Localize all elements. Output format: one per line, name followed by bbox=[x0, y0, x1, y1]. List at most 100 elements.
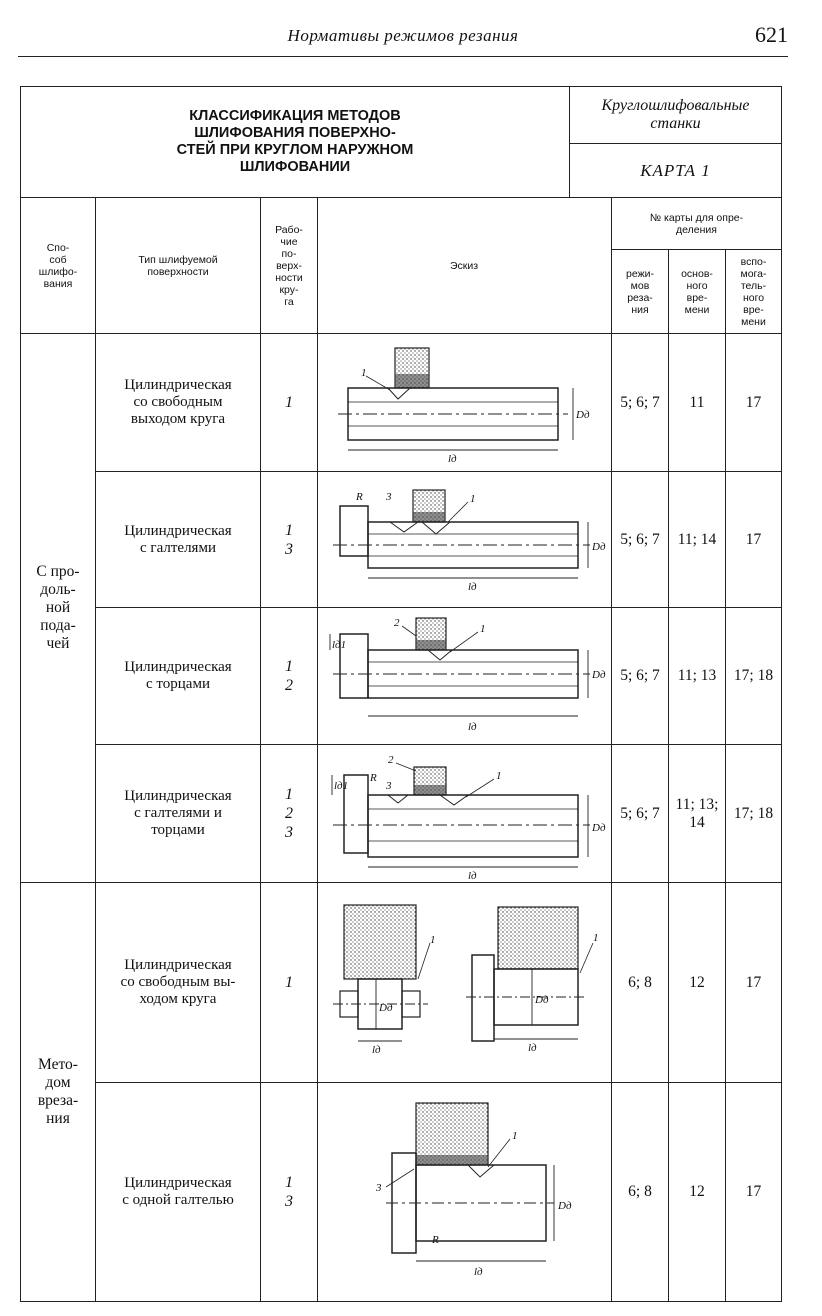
workpiece-icon bbox=[367, 794, 579, 858]
grid-line bbox=[611, 249, 781, 250]
row-5-main: 12 bbox=[689, 973, 705, 991]
row-1-working: 1 bbox=[285, 394, 293, 411]
card-title: КЛАССИФИКАЦИЯ МЕТОДОВ ШЛИФОВАНИЯ ПОВЕРХН… bbox=[21, 87, 570, 197]
grinding-wheel-icon bbox=[343, 904, 417, 980]
row-3-aux: 17; 18 bbox=[733, 667, 774, 684]
label-length: lд bbox=[448, 453, 457, 465]
row-1-main: 11 bbox=[689, 393, 705, 411]
label-surface-1: 1 bbox=[480, 623, 486, 635]
sketch-plunge-one-fillet: 1 3 R Dд lд bbox=[375, 1102, 572, 1278]
sketch-plunge-free-runout: 1 Dд lд 1 Dд lд bbox=[333, 904, 599, 1056]
sketch-fillets: 1 3 R Dд lд bbox=[333, 489, 606, 593]
label-surface-1: 1 bbox=[361, 367, 367, 379]
label-surface-3: 3 bbox=[385, 491, 392, 503]
label-diameter: Dд bbox=[557, 1200, 572, 1212]
label-length: lд bbox=[528, 1042, 537, 1054]
label-radius: R bbox=[355, 491, 363, 503]
running-title: Нормативы режимов резания bbox=[287, 26, 519, 45]
row-1-surface: Цилиндрическая со свободным выходом круг… bbox=[124, 377, 232, 427]
col-sketch: Эскиз bbox=[449, 260, 479, 272]
running-head: Нормативы режимов резания 621 bbox=[18, 22, 788, 57]
col-aux-time: вспо- мога- тель- ного вре- мени bbox=[740, 255, 767, 328]
grid-line bbox=[260, 198, 261, 1301]
label-diameter: Dд bbox=[591, 822, 606, 834]
grid-line bbox=[95, 471, 781, 472]
col-main-time: основ- ного вре- мени bbox=[681, 267, 713, 316]
label-diameter: Dд bbox=[534, 994, 549, 1006]
row-3-surface: Цилиндрическая с торцами bbox=[124, 659, 232, 692]
sketch-free-runout: 1 Dд lд bbox=[338, 347, 590, 465]
label-diameter: Dд bbox=[591, 541, 606, 553]
label-length: lд bbox=[468, 721, 477, 733]
sketch-fillets-faces: 1 2 3 R lд1 Dд lд bbox=[331, 754, 606, 882]
label-surface-3: 3 bbox=[375, 1182, 382, 1194]
grinding-wheel-icon bbox=[497, 906, 579, 970]
row-6-main: 12 bbox=[689, 1183, 705, 1200]
label-length: lд bbox=[468, 870, 477, 882]
label-length: lд bbox=[468, 581, 477, 593]
row-4-surface: Цилиндрическая с галтелями и торцами bbox=[124, 788, 232, 838]
grid-line bbox=[611, 198, 612, 1301]
row-4-main: 11; 13; 14 bbox=[675, 795, 719, 831]
label-surface-1: 1 bbox=[512, 1130, 518, 1142]
col-card-group: № карты для опре- деления bbox=[649, 212, 744, 236]
label-surface-3: 3 bbox=[385, 780, 392, 792]
grid-line bbox=[317, 198, 318, 1301]
label-face-length: lд1 bbox=[334, 780, 348, 792]
row-3-working: 1 2 bbox=[285, 658, 293, 694]
row-6-aux: 17 bbox=[745, 1183, 762, 1200]
row-2-working: 1 3 bbox=[285, 521, 293, 558]
machine-type: Круглошлифовальные станки bbox=[570, 87, 781, 144]
col-modes: режи- мов реза- ния bbox=[626, 267, 654, 316]
grid-line bbox=[668, 249, 669, 1301]
label-surface-2: 2 bbox=[388, 754, 394, 766]
sketch-faces: 1 2 lд1 Dд lд bbox=[329, 617, 606, 733]
label-face-length: lд1 bbox=[332, 639, 346, 651]
row-5-modes: 6; 8 bbox=[628, 973, 652, 991]
row-6-working: 1 3 bbox=[285, 1174, 293, 1210]
grid-line bbox=[95, 744, 781, 745]
row-1-modes: 5; 6; 7 bbox=[620, 393, 660, 411]
row-4-aux: 17; 18 bbox=[733, 804, 774, 822]
row-3-modes: 5; 6; 7 bbox=[620, 667, 660, 684]
label-diameter: Dд bbox=[378, 1002, 393, 1014]
row-4-modes: 5; 6; 7 bbox=[620, 804, 660, 822]
card-header: КЛАССИФИКАЦИЯ МЕТОДОВ ШЛИФОВАНИЯ ПОВЕРХН… bbox=[21, 87, 781, 198]
label-radius: R bbox=[369, 772, 377, 784]
label-length: lд bbox=[372, 1044, 381, 1056]
grid-line bbox=[21, 333, 781, 334]
row-1-aux: 17 bbox=[745, 393, 762, 411]
label-radius: R bbox=[431, 1234, 439, 1246]
label-surface-1: 1 bbox=[496, 770, 502, 782]
row-5-aux: 17 bbox=[745, 973, 762, 991]
label-surface-2: 2 bbox=[394, 617, 400, 629]
method-longitudinal-feed: С про- доль- ной пода- чей bbox=[36, 563, 80, 652]
col-working-surface: Рабо- чие по- верх- ности кру- га bbox=[275, 224, 303, 308]
label-diameter: Dд bbox=[591, 669, 606, 681]
label-diameter: Dд bbox=[575, 409, 590, 421]
label-surface-1: 1 bbox=[593, 932, 599, 944]
col-surface-type: Тип шлифуемой поверхности bbox=[138, 254, 218, 278]
row-4-working: 1 2 3 bbox=[285, 786, 293, 841]
row-3-main: 11; 13 bbox=[677, 667, 717, 684]
page-number: 621 bbox=[755, 22, 788, 47]
row-6-modes: 6; 8 bbox=[628, 1183, 652, 1200]
row-2-modes: 5; 6; 7 bbox=[620, 530, 660, 548]
grid-line bbox=[21, 882, 781, 883]
row-2-main: 11; 14 bbox=[677, 530, 717, 548]
row-2-surface: Цилиндрическая с галтелями bbox=[124, 522, 232, 556]
label-length: lд bbox=[474, 1266, 483, 1278]
row-6-surface: Цилиндрическая с одной галтелью bbox=[122, 1175, 234, 1208]
col-method: Спо- соб шлифо- вания bbox=[38, 242, 78, 290]
classification-card: КЛАССИФИКАЦИЯ МЕТОДОВ ШЛИФОВАНИЯ ПОВЕРХН… bbox=[20, 86, 782, 1302]
grid-line bbox=[95, 198, 96, 1301]
row-5-working: 1 bbox=[285, 974, 293, 991]
label-surface-1: 1 bbox=[470, 493, 476, 505]
row-2-aux: 17 bbox=[745, 530, 762, 548]
grid-line bbox=[725, 249, 726, 1301]
grid-line bbox=[95, 1082, 781, 1083]
card-number: КАРТА 1 bbox=[640, 160, 711, 180]
label-surface-1: 1 bbox=[430, 934, 436, 946]
grid-line bbox=[95, 607, 781, 608]
method-plunge: Мето- дом вреза- ния bbox=[37, 1056, 79, 1127]
